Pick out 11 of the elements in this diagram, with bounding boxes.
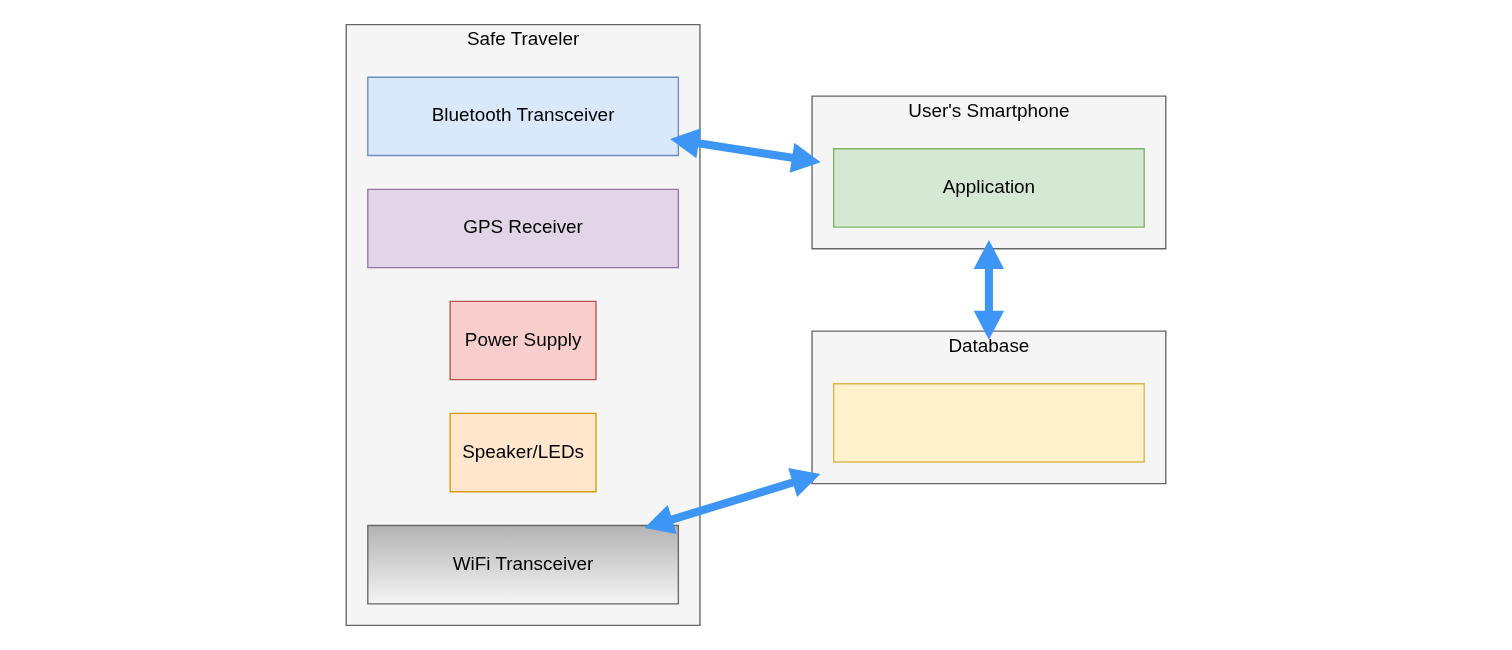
node-box (832, 383, 1145, 463)
node-box: Bluetooth Transceiver (367, 76, 680, 157)
arrow (644, 468, 821, 534)
node-box: GPS Receiver (367, 188, 680, 269)
arrow (973, 240, 1005, 340)
node-box: Power Supply (449, 300, 597, 381)
node-box: Speaker/LEDs (449, 412, 597, 493)
cluster: Database (811, 330, 1167, 485)
node-box: WiFi Transceiver (367, 524, 680, 605)
node-box: Application (832, 148, 1145, 228)
arrow (670, 128, 821, 173)
